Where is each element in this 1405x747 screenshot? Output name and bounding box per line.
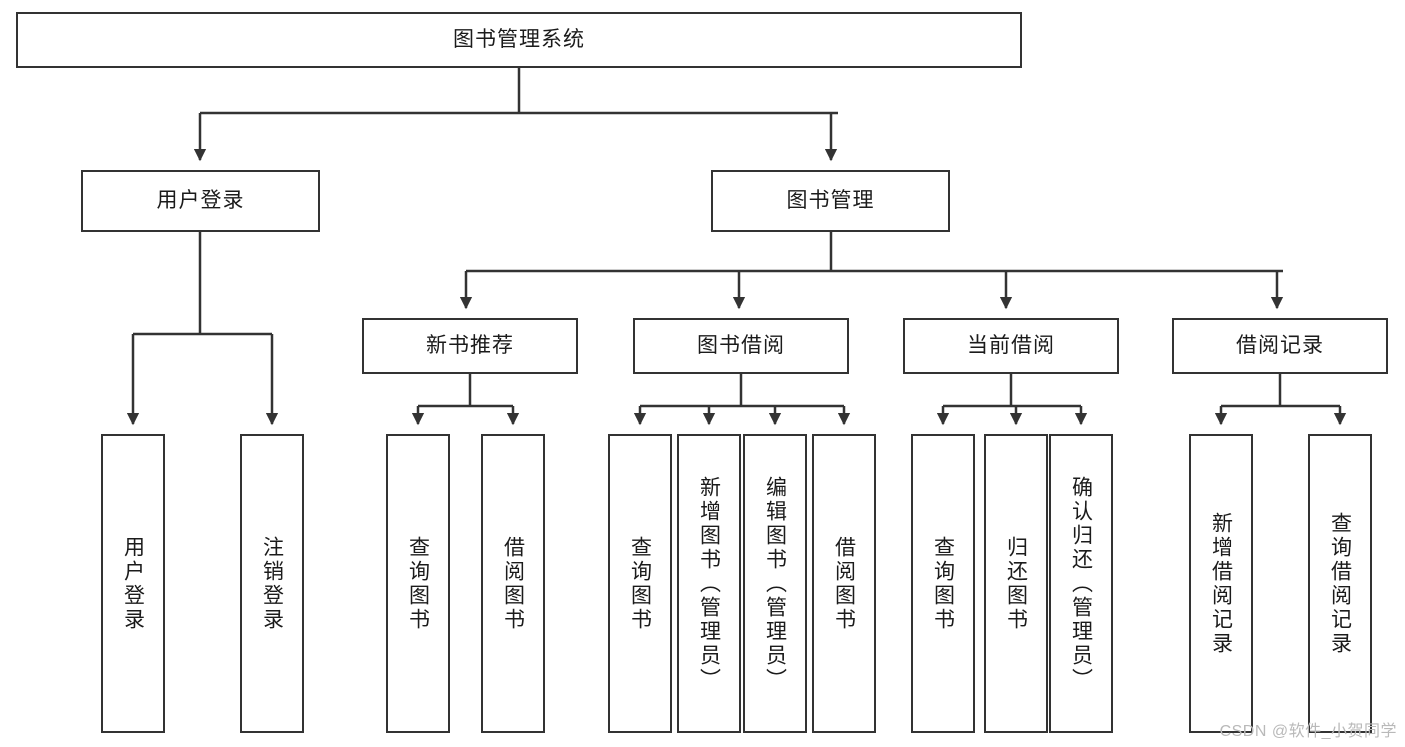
csdn-watermark: CSDN @软件_小贺同学 xyxy=(1219,723,1397,740)
node-borrow-record[interactable]: 借阅记录 xyxy=(1172,318,1388,374)
node-leaf-borrow-edit-book[interactable]: 编辑图书（管理员） xyxy=(743,434,807,733)
node-root[interactable]: 图书管理系统 xyxy=(16,12,1022,68)
node-leaf-rec-query-book-label: 查询图书 xyxy=(406,535,430,632)
node-leaf-current-query-book-label: 查询图书 xyxy=(931,535,955,632)
node-book-manage[interactable]: 图书管理 xyxy=(711,170,950,232)
node-leaf-rec-borrow-book[interactable]: 借阅图书 xyxy=(481,434,545,733)
node-leaf-record-add-label: 新增借阅记录 xyxy=(1209,511,1233,656)
node-borrow-record-label: 借阅记录 xyxy=(1236,334,1324,358)
node-current-borrow[interactable]: 当前借阅 xyxy=(903,318,1119,374)
node-user-login[interactable]: 用户登录 xyxy=(81,170,320,232)
node-leaf-borrow-edit-book-label: 编辑图书（管理员） xyxy=(763,475,787,692)
node-leaf-borrow-add-book[interactable]: 新增图书（管理员） xyxy=(677,434,741,733)
node-user-login-label: 用户登录 xyxy=(156,189,245,213)
node-book-borrow[interactable]: 图书借阅 xyxy=(633,318,849,374)
node-leaf-current-query-book[interactable]: 查询图书 xyxy=(911,434,975,733)
node-leaf-current-return-book[interactable]: 归还图书 xyxy=(984,434,1048,733)
node-leaf-borrow-query-book-label: 查询图书 xyxy=(628,535,652,632)
node-root-label: 图书管理系统 xyxy=(453,28,585,52)
node-leaf-rec-query-book[interactable]: 查询图书 xyxy=(386,434,450,733)
node-new-book-rec-label: 新书推荐 xyxy=(426,334,514,358)
node-leaf-borrow-add-book-label: 新增图书（管理员） xyxy=(697,475,721,692)
node-book-borrow-label: 图书借阅 xyxy=(697,334,785,358)
node-leaf-user-login[interactable]: 用户登录 xyxy=(101,434,165,733)
node-leaf-record-query-label: 查询借阅记录 xyxy=(1328,511,1352,656)
node-leaf-user-logout-label: 注销登录 xyxy=(260,535,284,632)
node-leaf-rec-borrow-book-label: 借阅图书 xyxy=(501,535,525,632)
node-leaf-borrow-borrow-book-label: 借阅图书 xyxy=(832,535,856,632)
node-leaf-user-login-label: 用户登录 xyxy=(121,535,145,632)
node-leaf-borrow-query-book[interactable]: 查询图书 xyxy=(608,434,672,733)
node-leaf-user-logout[interactable]: 注销登录 xyxy=(240,434,304,733)
node-leaf-record-add[interactable]: 新增借阅记录 xyxy=(1189,434,1253,733)
node-leaf-record-query[interactable]: 查询借阅记录 xyxy=(1308,434,1372,733)
node-new-book-rec[interactable]: 新书推荐 xyxy=(362,318,578,374)
node-leaf-borrow-borrow-book[interactable]: 借阅图书 xyxy=(812,434,876,733)
node-leaf-current-confirm-return-label: 确认归还（管理员） xyxy=(1069,475,1093,692)
node-current-borrow-label: 当前借阅 xyxy=(967,334,1055,358)
node-book-manage-label: 图书管理 xyxy=(786,189,875,213)
node-leaf-current-confirm-return[interactable]: 确认归还（管理员） xyxy=(1049,434,1113,733)
node-leaf-current-return-book-label: 归还图书 xyxy=(1004,535,1028,632)
